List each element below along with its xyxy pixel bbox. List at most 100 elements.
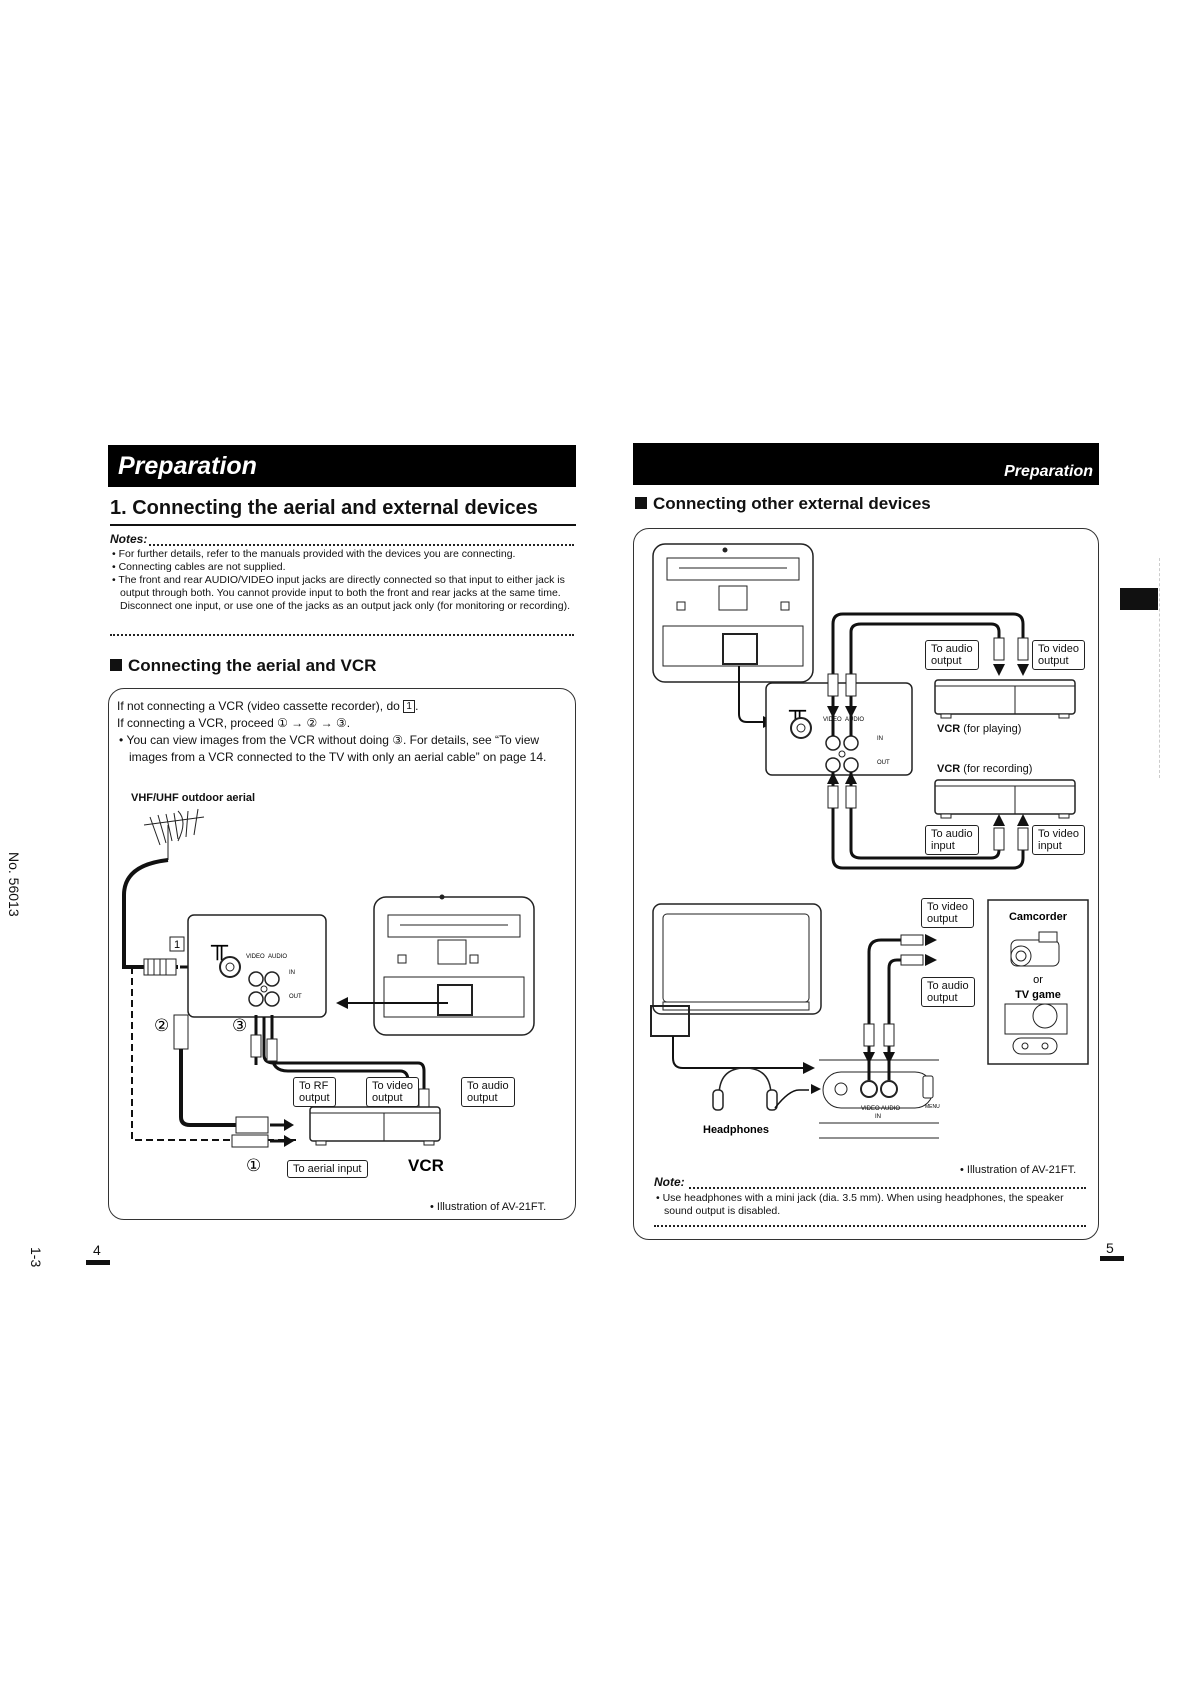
vcr-recording-illustration — [934, 779, 1076, 819]
vcr-playing-rest: (for playing) — [960, 723, 1022, 735]
tv-front-illustration — [650, 903, 822, 1037]
notes-list: For further details, refer to the manual… — [110, 548, 572, 613]
callout-audio-output-left: To audio output — [461, 1077, 515, 1107]
right-subheading-text: Connecting other external devices — [653, 494, 931, 513]
left-page-number: 4 — [93, 1242, 101, 1258]
callout-video-input: To video input — [1032, 825, 1085, 855]
right-instruction-panel — [633, 528, 1099, 1240]
tv-rear-illustration — [373, 894, 535, 1036]
instruction-bullet: • You can view images from the VCR witho… — [119, 733, 547, 764]
camcorder-label: Camcorder — [1009, 911, 1068, 923]
right-banner: Preparation — [633, 443, 1099, 485]
instruction-line-1: If not connecting a VCR (video cassette … — [117, 699, 419, 713]
right-note-footer-rule — [654, 1222, 1086, 1227]
vcr-recording-rest: (for recording) — [960, 763, 1033, 775]
left-instruction-panel — [108, 688, 576, 1220]
callout-rf-output: To RF output — [293, 1077, 336, 1107]
left-illustration-note: • Illustration of AV-21FT. — [430, 1201, 547, 1213]
aerial-label-text: VHF/UHF outdoor aerial — [131, 792, 256, 804]
vcr-playing-bold: VCR — [937, 723, 961, 735]
left-subheading: Connecting the aerial and VCR — [110, 656, 376, 676]
note-item: Use headphones with a mini jack (dia. 3.… — [654, 1192, 1088, 1218]
index-tab-ticks — [1159, 558, 1161, 778]
right-page-number-text: 5 — [1106, 1240, 1114, 1256]
vcr-playing-illustration — [934, 679, 1076, 719]
aerial-label: VHF/UHF outdoor aerial — [131, 792, 255, 804]
step-1-box: 1 — [403, 700, 416, 713]
right-note-header: Note: — [654, 1175, 1086, 1189]
svg-text:╥: ╥ — [210, 932, 229, 961]
index-tab-mark — [1120, 588, 1158, 610]
vcr-recording-bold: VCR — [937, 763, 961, 775]
right-banner-text: Preparation — [1004, 463, 1093, 480]
callout-camcorder-audio: To audio output — [921, 977, 975, 1007]
headphones-icon — [712, 1067, 778, 1111]
left-heading: 1. Connecting the aerial and external de… — [110, 497, 576, 526]
right-page-number: 5 — [1106, 1240, 1114, 1256]
right-illustration-note: • Illustration of AV-21FT. — [960, 1164, 1077, 1176]
tv-game-icon — [1004, 1003, 1068, 1055]
section-code: 1-3 — [28, 1247, 44, 1267]
left-page-number-text: 4 — [93, 1242, 101, 1258]
section-code-text: 1-3 — [28, 1247, 44, 1268]
external-devices-diagram: ╥ VIDEO AUDIO IN OUT — [650, 543, 1089, 1139]
instruction-bullet-text: You can view images from the VCR without… — [126, 733, 547, 764]
notes-header: Notes: — [110, 532, 574, 546]
doc-number: No. 56013 — [6, 852, 22, 917]
front-in-label: IN — [875, 1114, 881, 1120]
right-subheading: Connecting other external devices — [635, 494, 931, 514]
panel-video-label: VIDEO — [246, 954, 265, 960]
aerial-vcr-diagram: 1 ╥ VIDEO AUDIO IN OUT ② ③ — [122, 808, 535, 1175]
step-1-label: 1 — [174, 939, 180, 951]
panel-in-label: IN — [289, 970, 295, 976]
step-1-circled: ① — [246, 1156, 261, 1175]
instruction-line-2: If connecting a VCR, proceed ① → ② → ③. — [117, 716, 351, 730]
instruction-line-1-text: If not connecting a VCR (video cassette … — [117, 699, 400, 713]
callout-video-output-left: To video output — [366, 1077, 419, 1107]
square-bullet-icon — [110, 659, 122, 671]
left-illustration-note-text: Illustration of AV-21FT. — [436, 1201, 547, 1213]
left-banner-text: Preparation — [118, 452, 257, 480]
left-heading-text: 1. Connecting the aerial and external de… — [110, 497, 538, 519]
panel-audio-label: AUDIO — [845, 717, 864, 723]
front-audio-label: AUDIO — [881, 1106, 900, 1112]
vcr-illustration — [309, 1106, 441, 1146]
vcr-recording-label: VCR (for recording) — [937, 763, 1032, 775]
panel-audio-label: AUDIO — [268, 954, 287, 960]
notes-label: Notes: — [110, 532, 150, 546]
doc-number-text: No. 56013 — [6, 852, 22, 917]
callout-aerial-input: To aerial input — [287, 1160, 368, 1178]
instruction-text: If not connecting a VCR (video cassette … — [117, 698, 572, 766]
front-menu-label: MENU — [925, 1104, 940, 1110]
panel-out-label: OUT — [877, 760, 890, 766]
camcorder-icon — [1010, 931, 1060, 967]
right-note-label: Note: — [654, 1175, 687, 1189]
front-panel-zoom — [819, 1059, 939, 1139]
left-page-tab-mark — [86, 1260, 110, 1265]
step-3-label: ③ — [232, 1016, 247, 1035]
right-note-list: Use headphones with a mini jack (dia. 3.… — [654, 1192, 1088, 1218]
front-video-label: VIDEO — [861, 1106, 880, 1112]
tv-game-label: TV game — [1015, 989, 1061, 1001]
note-item: Connecting cables are not supplied. — [110, 561, 572, 574]
callout-camcorder-video: To video output — [921, 898, 974, 928]
left-banner: Preparation — [108, 445, 576, 487]
callout-audio-input: To audio input — [925, 825, 979, 855]
left-subheading-text: Connecting the aerial and VCR — [128, 656, 377, 675]
right-illustration-note-text: Illustration of AV-21FT. — [966, 1164, 1077, 1176]
notes-footer-rule — [110, 630, 574, 636]
right-page-tab-mark — [1100, 1256, 1124, 1261]
vcr-playing-label: VCR (for playing) — [937, 723, 1021, 735]
aerial-icon — [143, 808, 205, 860]
panel-out-label: OUT — [289, 994, 302, 1000]
note-item: For further details, refer to the manual… — [110, 548, 572, 561]
callout-audio-output-right: To audio output — [925, 640, 979, 670]
vcr-label: VCR — [408, 1156, 444, 1175]
tv-rear-illustration — [652, 543, 814, 683]
step-2-label: ② — [154, 1016, 169, 1035]
headphones-label: Headphones — [703, 1124, 769, 1136]
note-item: The front and rear AUDIO/VIDEO input jac… — [110, 574, 572, 613]
panel-in-label: IN — [877, 736, 883, 742]
callout-video-output-right: To video output — [1032, 640, 1085, 670]
square-bullet-icon — [635, 497, 647, 509]
